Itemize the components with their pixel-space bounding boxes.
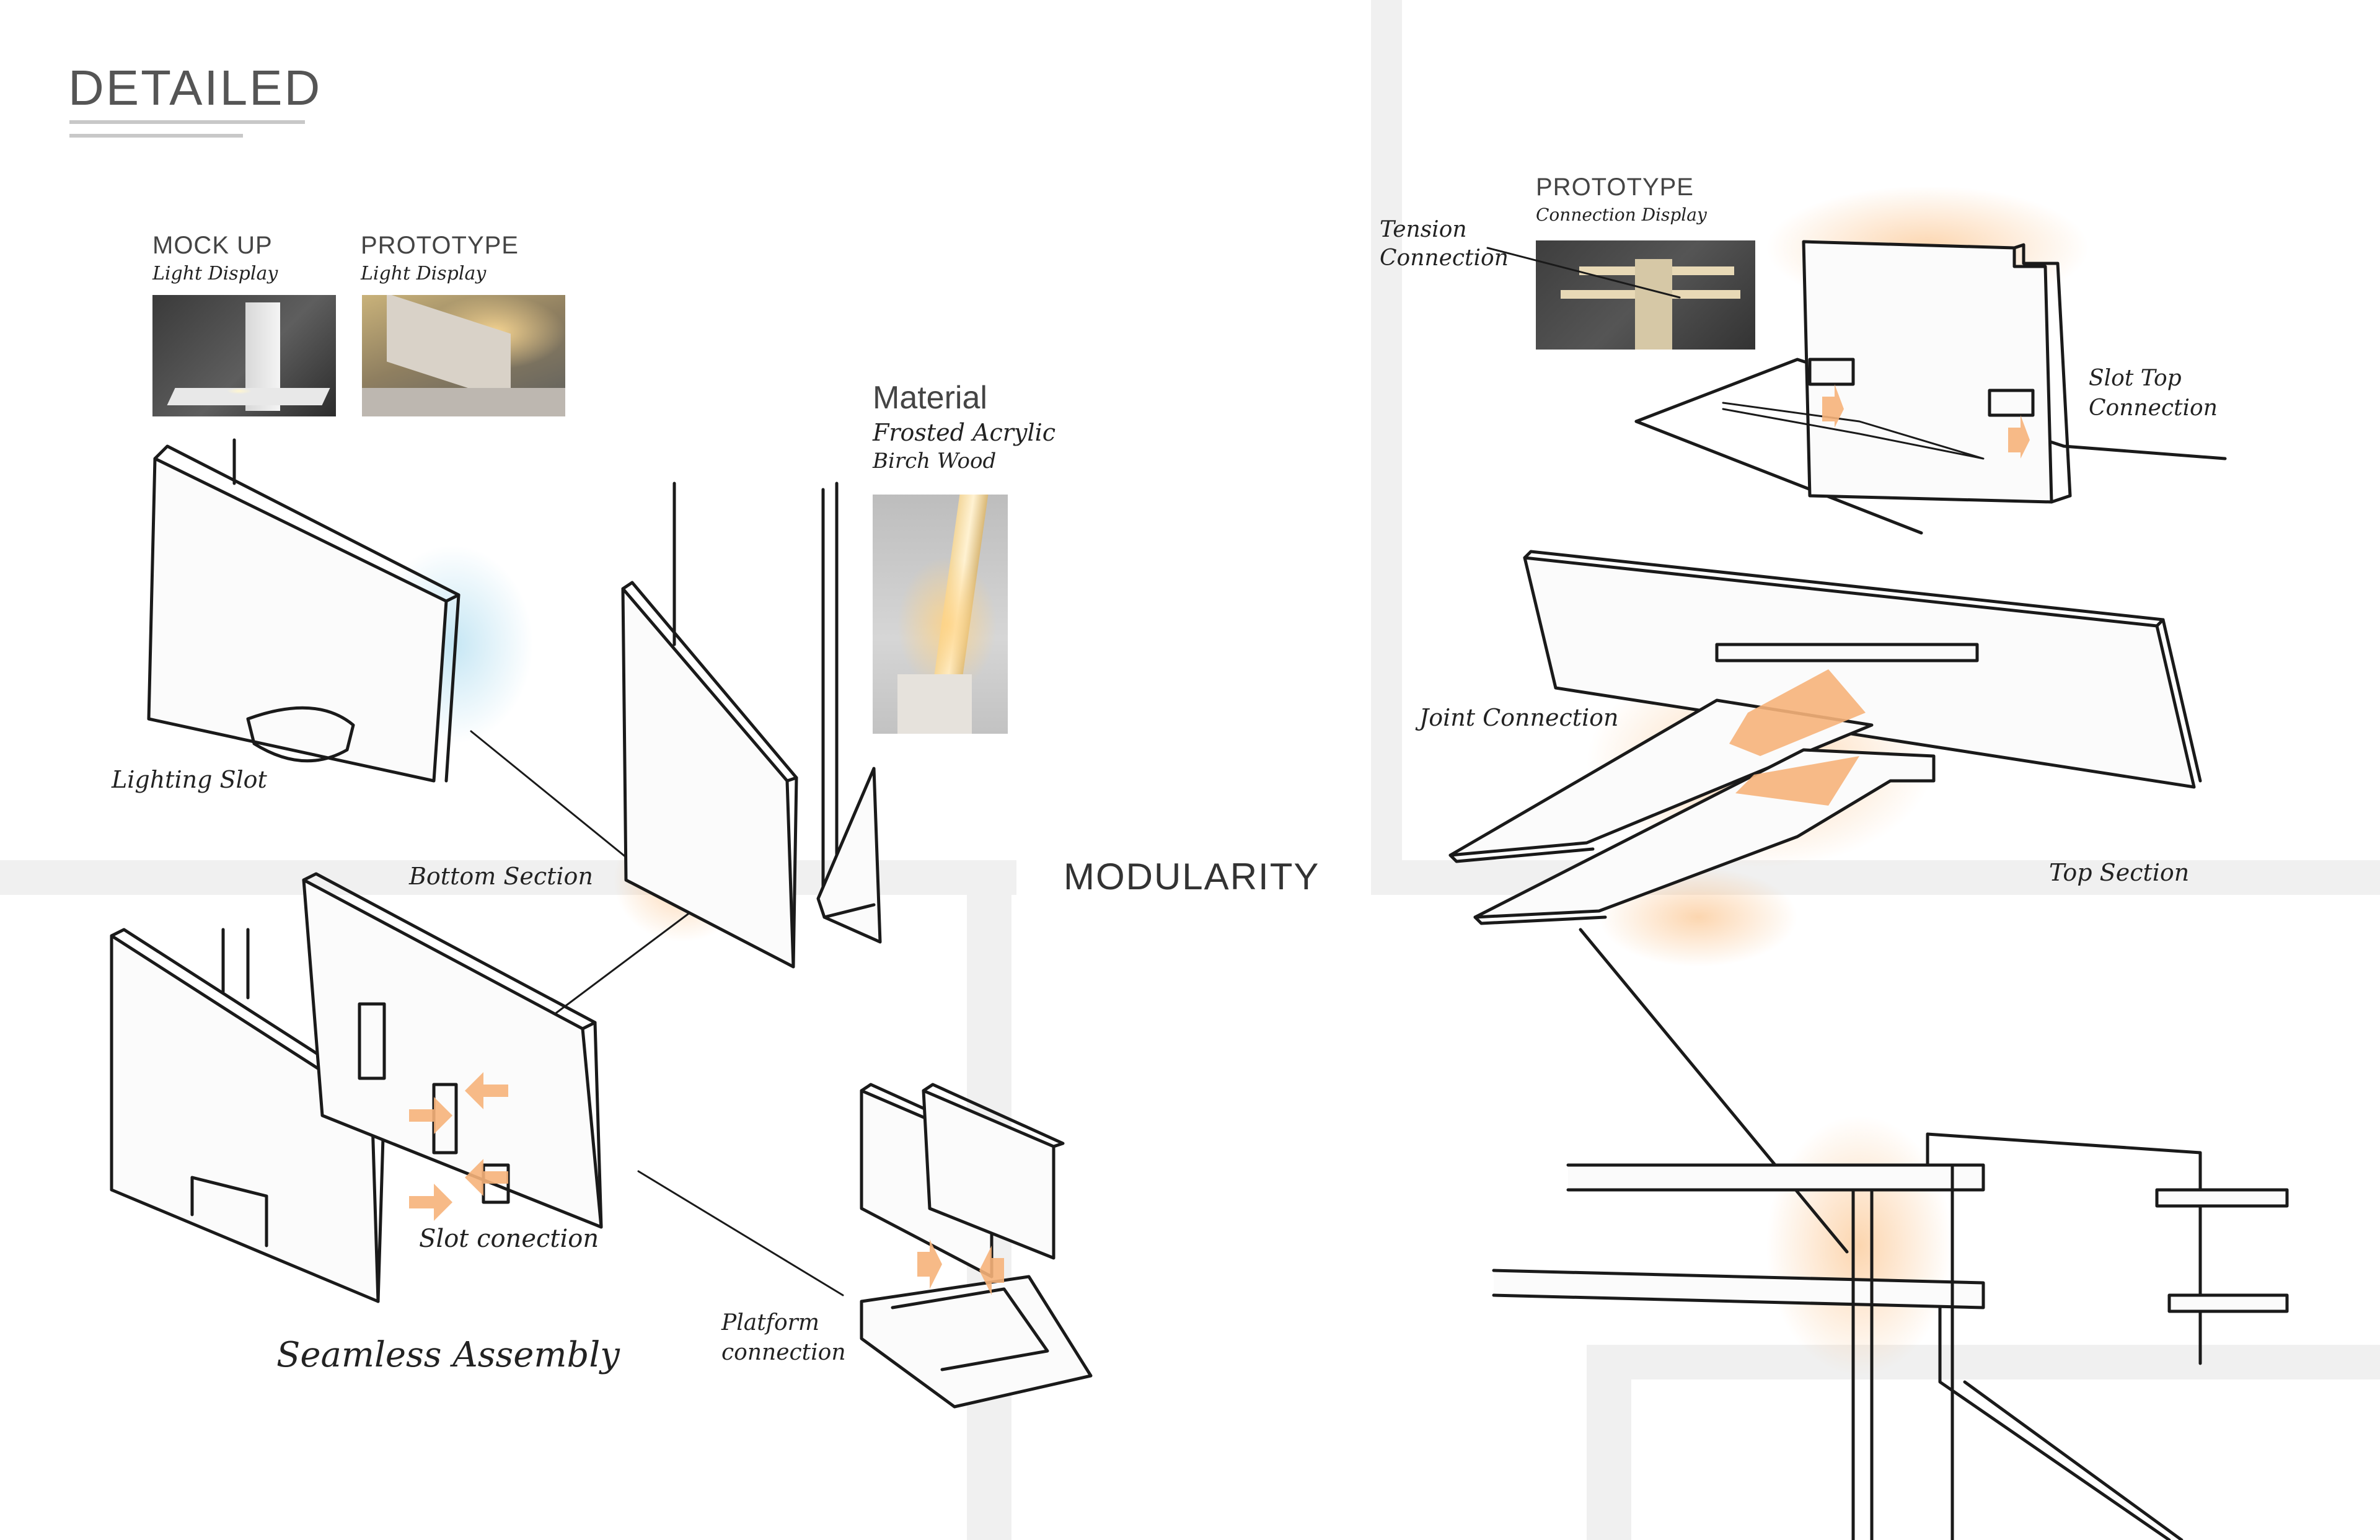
leader-line-3 [637,1170,844,1296]
material-title: Material [873,380,987,416]
material-line2: Birch Wood [873,449,997,473]
shelf-post [1635,259,1672,350]
assembly-sketch [110,872,603,1303]
prototype-title: PROTOTYPE [361,232,519,259]
platform-sketch [860,1083,1093,1409]
material-base [897,674,972,734]
platform-label-1: Platform [721,1310,820,1335]
connection-prototype-subtitle: Connection Display [1536,205,1707,225]
band-right-lower-v [1587,1345,1631,1540]
joint-connection-label: Joint Connection [1419,704,1619,731]
lighting-slot-label: Lighting Slot [112,766,267,793]
connection-prototype-photo [1536,240,1755,350]
bottom-section-label: Bottom Section [409,863,593,890]
prototype-base [362,388,565,416]
leader-line-2 [550,904,702,1018]
mockup-subtitle: Light Display [152,263,278,284]
middle-panel-sketch [621,482,882,969]
slot-top-label-1: Slot Top [2089,366,2182,391]
glow-column [1766,1115,1952,1376]
mockup-photo [152,295,336,416]
lighting-panel-sketch [147,438,461,783]
joint-sketch [1448,550,2202,925]
modularity-title: MODULARITY [1064,856,1320,897]
prototype-subtitle: Light Display [361,263,487,284]
tension-label-2: Connection [1380,245,1509,271]
platform-label-2: connection [721,1340,846,1365]
material-photo [873,495,1008,734]
slot-top-label-2: Connection [2089,395,2218,421]
connection-prototype-title: PROTOTYPE [1536,174,1694,201]
slot-connection-label: Slot conection [419,1225,599,1253]
top-section-label: Top Section [2049,859,2190,886]
page-title: DETAILED [68,60,322,115]
band-right-lower-h [1587,1345,2380,1379]
title-underline-2 [69,134,243,138]
slot-top-sketch [1486,240,2227,535]
band-right-vertical [1371,0,1402,895]
prototype-photo [362,295,565,416]
material-warm-glow [897,557,997,693]
material-line1: Frosted Acrylic [873,419,1056,446]
title-underline-1 [69,120,305,124]
mockup-light [227,388,252,394]
mockup-title: MOCK UP [152,232,273,259]
tension-label-1: Tension [1380,217,1467,242]
top-section-sketch [1492,928,2289,1540]
seamless-assembly-label: Seamless Assembly [276,1335,620,1375]
